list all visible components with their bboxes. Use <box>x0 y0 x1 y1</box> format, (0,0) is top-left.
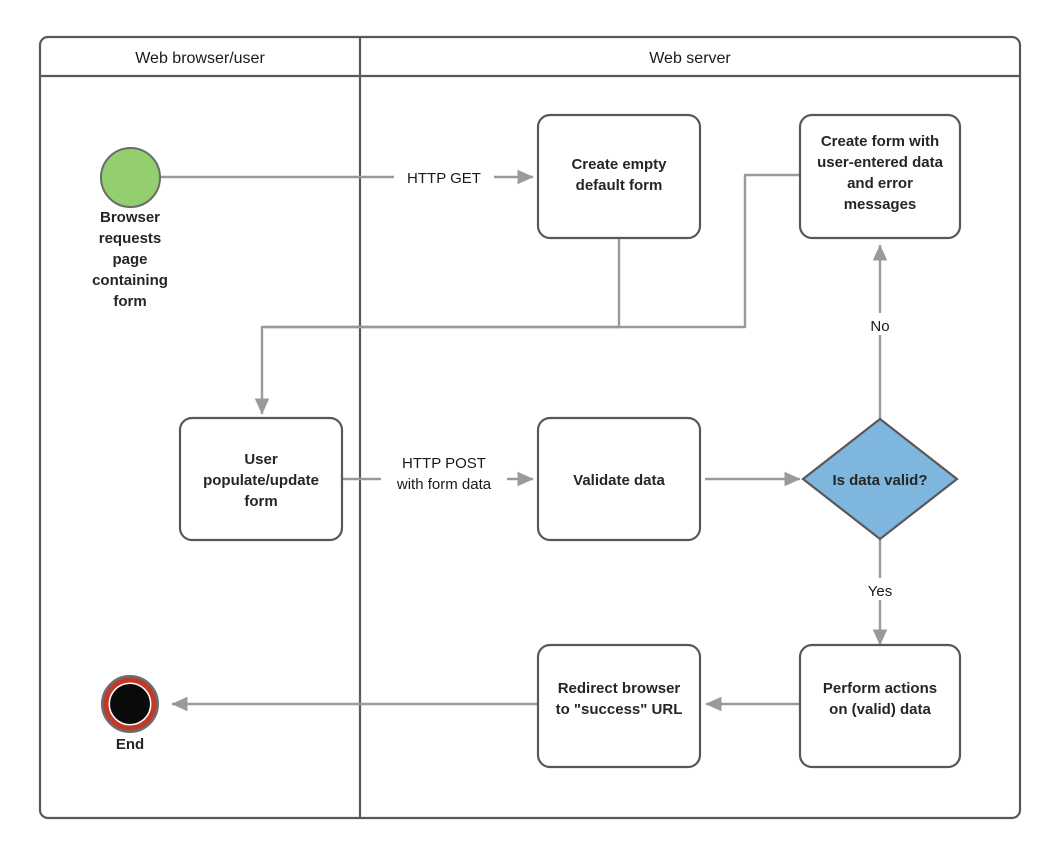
edge-label-http-get: HTTP GET <box>394 166 494 188</box>
start-label-line3: page <box>112 251 147 268</box>
create-empty-form-label-line2: default form <box>576 177 663 194</box>
redirect-browser-label-line2: to "success" URL <box>556 701 683 718</box>
end-red-ring <box>103 677 157 731</box>
node-perform-actions[interactable]: Perform actions on (valid) data <box>798 643 962 769</box>
pool-outline <box>38 35 1022 820</box>
validate-data-box[interactable] <box>536 416 702 542</box>
validate-data-label: Validate data <box>573 472 665 489</box>
edge-label-no: No <box>862 313 898 335</box>
start-label-line2: requests <box>99 230 162 247</box>
edge-label-no-bg <box>862 313 898 335</box>
create-form-errors-label-line4: messages <box>844 196 917 213</box>
edge-label-http-post-bg <box>381 450 507 496</box>
node-user-populate[interactable]: User populate/update form <box>178 416 344 542</box>
redirect-browser-box[interactable] <box>536 643 702 769</box>
create-empty-form-box[interactable] <box>536 113 702 240</box>
lane-title-server: Web server <box>649 50 731 67</box>
edge-label-yes: Yes <box>860 578 901 600</box>
edge-label-no-text: No <box>870 318 889 335</box>
create-form-errors-label-line1: Create form with <box>821 133 939 150</box>
user-populate-label-line1: User <box>244 451 278 468</box>
node-redirect-browser[interactable]: Redirect browser to "success" URL <box>536 643 702 769</box>
start-label-line4: containing <box>92 272 168 289</box>
start-circle-shape[interactable] <box>100 147 161 208</box>
perform-actions-label-line2: on (valid) data <box>829 701 931 718</box>
edge-label-http-post: HTTP POST with form data <box>381 450 507 496</box>
is-data-valid-label: Is data valid? <box>832 472 927 489</box>
node-is-data-valid[interactable]: Is data valid? <box>801 417 959 541</box>
create-form-errors-label-line3: and error <box>847 175 913 192</box>
node-validate-data[interactable]: Validate data <box>536 416 702 542</box>
is-data-valid-diamond[interactable] <box>801 417 959 541</box>
node-create-empty-form[interactable]: Create empty default form <box>536 113 702 240</box>
perform-actions-box[interactable] <box>798 643 962 769</box>
node-start[interactable]: Browser requests page containing form <box>92 147 168 310</box>
user-populate-label-line3: form <box>244 493 277 510</box>
start-label-line5: form <box>113 293 146 310</box>
edge-create-errors-to-user-populate <box>264 173 800 329</box>
node-end[interactable]: End <box>101 675 159 754</box>
node-create-form-errors[interactable]: Create form with user-entered data and e… <box>798 113 962 240</box>
edge-labels: HTTP GET HTTP POST with form data No Yes <box>381 166 901 600</box>
end-core-circle[interactable] <box>110 684 150 724</box>
edge-label-http-post-line1: HTTP POST <box>402 455 486 472</box>
edge-label-http-get-text: HTTP GET <box>407 170 481 187</box>
create-empty-form-label-line1: Create empty <box>571 156 667 173</box>
create-form-errors-label-line2: user-entered data <box>817 154 944 171</box>
end-label: End <box>116 736 144 753</box>
swimlane-pool: Web browser/user Web server <box>38 35 1022 820</box>
edge-label-yes-bg <box>860 578 901 600</box>
user-populate-box[interactable] <box>178 416 344 542</box>
edge-label-http-post-line2: with form data <box>396 476 492 493</box>
edge-label-http-get-bg <box>394 166 494 188</box>
start-label-line1: Browser <box>100 209 160 226</box>
lane-title-browser: Web browser/user <box>135 50 265 67</box>
redirect-browser-label-line1: Redirect browser <box>558 680 681 697</box>
create-form-errors-box[interactable] <box>798 113 962 240</box>
user-populate-label-line2: populate/update <box>203 472 319 489</box>
edge-label-yes-text: Yes <box>868 583 892 600</box>
perform-actions-label-line1: Perform actions <box>823 680 937 697</box>
